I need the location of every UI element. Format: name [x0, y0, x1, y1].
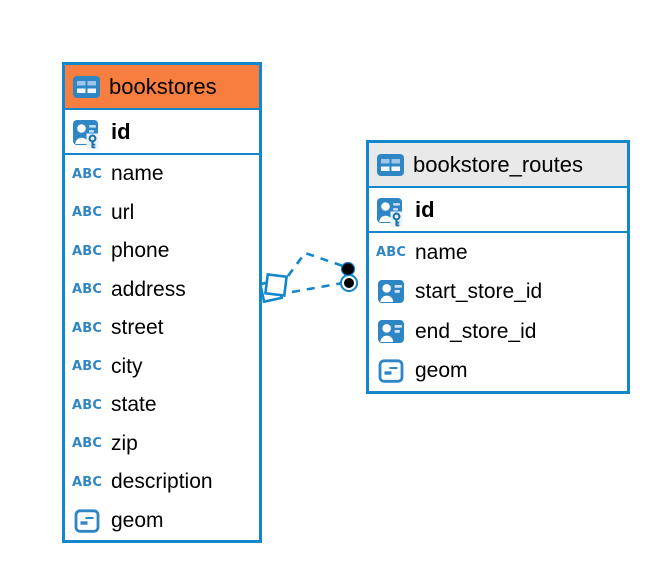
column-row[interactable]: ABC zip	[65, 425, 259, 464]
column-name: street	[111, 316, 164, 340]
column-row[interactable]: start_store_id	[369, 273, 627, 313]
table-bookstores-body: ABC name ABC url ABC phone ABC address A…	[65, 155, 259, 540]
column-row[interactable]: ABC address	[65, 271, 259, 310]
column-name: id	[111, 118, 131, 144]
column-name: geom	[111, 508, 164, 532]
column-name: city	[111, 354, 143, 378]
table-bookstore-routes[interactable]: bookstore_routes id ABC name	[366, 140, 630, 394]
text-type-icon: ABC	[72, 205, 103, 221]
table-bookstores[interactable]: bookstores id ABC name ABC ur	[62, 62, 262, 543]
relationship-connector[interactable]	[250, 238, 380, 318]
column-row[interactable]: geom	[369, 352, 627, 392]
column-row[interactable]: ABC description	[65, 463, 259, 502]
relationship-line-upper[interactable]	[286, 251, 347, 277]
many-side-endpoint[interactable]	[258, 272, 289, 304]
column-name: start_store_id	[415, 280, 543, 304]
column-row[interactable]: geom	[65, 502, 259, 541]
text-type-icon: ABC	[376, 245, 407, 261]
column-row[interactable]: ABC name	[369, 233, 627, 273]
column-row[interactable]: ABC street	[65, 309, 259, 348]
table-icon	[73, 75, 100, 98]
reference-icon	[376, 319, 406, 344]
column-name: id	[415, 196, 435, 222]
column-row-id[interactable]: id	[369, 188, 627, 233]
text-type-icon: ABC	[72, 166, 103, 182]
reference-icon	[376, 280, 406, 304]
text-type-icon: ABC	[72, 474, 103, 490]
table-icon	[377, 153, 404, 176]
table-title: bookstores	[109, 73, 217, 99]
column-name: end_store_id	[415, 319, 537, 343]
column-row[interactable]: ABC name	[65, 155, 259, 194]
column-name: phone	[111, 239, 170, 263]
column-name: address	[111, 277, 186, 301]
column-name: geom	[415, 359, 468, 383]
column-name: description	[111, 470, 213, 494]
column-row[interactable]: end_store_id	[369, 312, 627, 352]
text-type-icon: ABC	[72, 243, 103, 259]
text-type-icon: ABC	[72, 436, 103, 452]
column-row[interactable]: ABC url	[65, 194, 259, 233]
one-side-endpoint[interactable]	[339, 261, 359, 293]
text-type-icon: ABC	[72, 320, 103, 336]
column-row[interactable]: ABC city	[65, 348, 259, 387]
column-name: url	[111, 200, 135, 224]
table-bookstores-header[interactable]: bookstores	[65, 65, 259, 110]
geometry-type-icon	[72, 509, 102, 533]
column-name: zip	[111, 431, 138, 455]
table-title: bookstore_routes	[413, 151, 583, 177]
text-type-icon: ABC	[72, 359, 103, 375]
column-name: state	[111, 393, 157, 417]
table-bookstore-routes-body: ABC name start_store_id	[369, 233, 627, 391]
text-type-icon: ABC	[72, 397, 103, 413]
relationship-line-lower[interactable]	[291, 281, 344, 294]
column-name: name	[415, 240, 468, 264]
column-name: name	[111, 162, 164, 186]
primary-key-icon	[376, 192, 406, 228]
table-bookstore-routes-header[interactable]: bookstore_routes	[369, 143, 627, 188]
column-row[interactable]: ABC phone	[65, 232, 259, 271]
column-row-id[interactable]: id	[65, 110, 259, 155]
primary-key-icon	[72, 114, 102, 150]
text-type-icon: ABC	[72, 282, 103, 298]
geometry-type-icon	[376, 359, 406, 383]
column-row[interactable]: ABC state	[65, 386, 259, 425]
